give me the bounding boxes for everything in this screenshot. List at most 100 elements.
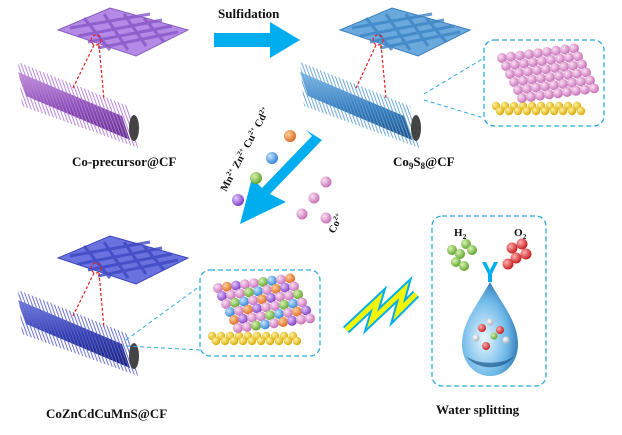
metal-sphere — [523, 66, 533, 77]
co-sphere — [296, 208, 308, 220]
split-arrow-icon — [482, 262, 498, 282]
metal-sphere — [506, 51, 516, 62]
metal-sphere — [233, 323, 243, 333]
sulfur-sphere — [495, 106, 505, 116]
ion-mn: Mn — [219, 174, 236, 193]
metal-sphere — [537, 56, 547, 67]
sulfide-sphere-lattice-icon — [491, 43, 599, 116]
metal-sphere — [517, 93, 527, 103]
metal-sphere — [513, 85, 523, 95]
metal-sphere — [231, 280, 241, 291]
hea-fiber-rod-icon — [18, 290, 139, 376]
metal-sphere — [243, 304, 253, 315]
label-sulfide: Co9S8@CF — [393, 154, 455, 171]
metal-sphere — [505, 69, 515, 79]
ion-sphere-blue — [266, 152, 278, 164]
label-o2: O2 — [514, 227, 527, 241]
water-drop-icon — [462, 282, 518, 376]
label-sulfidation: Sulfidation — [218, 6, 280, 21]
metal-sphere — [544, 89, 554, 100]
metal-sphere — [553, 88, 563, 99]
sulfur-sphere — [576, 106, 586, 116]
label-sulfide-sub-8: 8 — [421, 161, 426, 171]
metal-sphere — [217, 291, 227, 301]
ion-sphere-orange — [284, 130, 296, 142]
metal-sphere — [238, 313, 248, 324]
metal-sphere — [226, 289, 236, 300]
sulfur-sphere — [283, 336, 293, 346]
metal-sphere — [262, 285, 272, 295]
h2-molecule-icon — [447, 239, 477, 271]
sulfur-sphere — [531, 106, 541, 116]
sulfur-sphere — [522, 106, 532, 116]
precursor-link-dash — [71, 34, 105, 101]
metal-sphere — [545, 72, 555, 83]
svg-text:Mn2+ Zn2+ Cu2+ Cd2+: Mn2+ Zn2+ Cu2+ Cd2+ — [217, 105, 272, 194]
metal-sphere — [252, 303, 262, 314]
sulfidation-arrow — [214, 22, 300, 58]
metal-sphere — [297, 297, 307, 308]
metal-sphere — [558, 79, 568, 89]
metal-sphere — [283, 307, 293, 318]
sulfide-zoom-link-bottom — [423, 99, 485, 119]
co-ion-label: Co2+ — [325, 211, 346, 235]
metal-sphere — [533, 48, 543, 59]
sulfur-sphere — [513, 106, 523, 116]
metal-sphere — [559, 61, 569, 72]
metal-sphere — [519, 58, 529, 69]
metal-sphere — [531, 82, 541, 93]
metal-sphere — [222, 281, 232, 292]
metal-sphere — [532, 65, 542, 76]
metal-sphere — [546, 55, 556, 65]
metal-sphere — [221, 299, 231, 309]
metal-sphere — [518, 75, 528, 86]
metal-sphere — [526, 91, 536, 102]
sulfur-sphere — [567, 106, 577, 116]
ion-sphere-green — [250, 172, 262, 184]
metal-sphere — [577, 59, 587, 70]
metal-sphere — [225, 307, 235, 317]
hea-zoom-link-bottom — [125, 345, 201, 351]
label-precursor: Co-precursor@CF — [72, 154, 176, 169]
label-water-splitting: Water splitting — [436, 402, 520, 417]
metal-sphere — [247, 312, 257, 323]
metal-sphere — [270, 301, 280, 311]
metal-sphere — [572, 68, 582, 79]
metal-sphere — [280, 282, 290, 293]
ion-exchange-arrow — [240, 130, 322, 224]
metal-sphere — [261, 302, 271, 313]
ion-labels: Mn2+ Zn2+ Cu2+ Cd2+ — [217, 105, 272, 194]
sulfur-sphere — [238, 336, 248, 346]
sulfur-sphere — [274, 336, 284, 346]
metal-sphere — [285, 273, 295, 284]
metal-sphere — [535, 90, 545, 101]
metal-sphere — [509, 77, 519, 87]
sulfur-sphere — [229, 336, 239, 346]
metal-sphere — [569, 43, 579, 54]
metal-sphere — [284, 290, 294, 301]
metal-sphere — [266, 293, 276, 303]
svg-text:Co2+: Co2+ — [325, 211, 346, 235]
ion-zn: Zn — [231, 154, 247, 171]
metal-sphere — [522, 83, 532, 94]
hea-link-dash — [71, 262, 105, 329]
sulfur-sphere — [540, 106, 550, 116]
metal-sphere — [576, 76, 586, 87]
metal-sphere — [550, 63, 560, 73]
label-sulfide-sub-9: 9 — [409, 161, 414, 171]
metal-sphere — [497, 53, 507, 63]
metal-sphere — [230, 297, 240, 308]
metal-sphere — [260, 319, 270, 330]
metal-sphere — [301, 305, 311, 316]
metal-sphere — [229, 315, 239, 325]
metal-sphere — [248, 295, 258, 306]
metal-sphere — [524, 49, 534, 60]
sulfur-sphere — [292, 336, 302, 346]
metal-sphere — [274, 309, 284, 319]
precursor-cloth-icon — [56, 7, 190, 57]
metal-sphere — [573, 51, 583, 62]
metal-sphere — [244, 287, 254, 298]
metal-sphere — [293, 289, 303, 300]
metal-sphere — [258, 277, 268, 287]
metal-sphere — [589, 83, 599, 94]
